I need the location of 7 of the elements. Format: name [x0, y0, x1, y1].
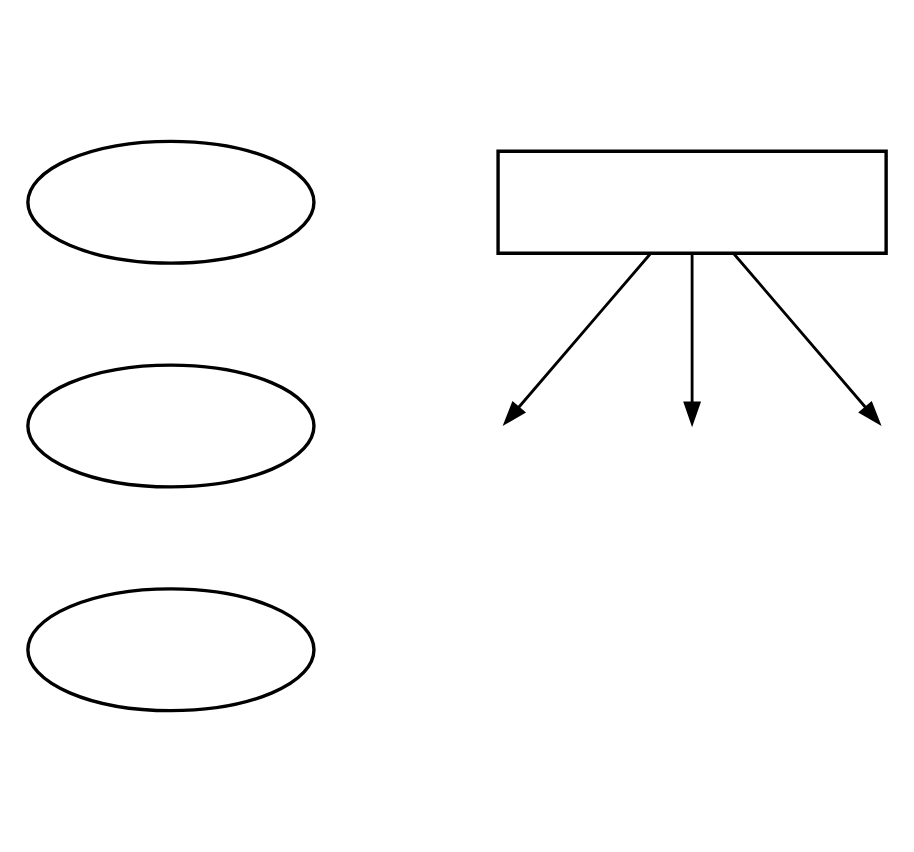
node-ellipse: [26, 587, 316, 713]
node-ellipse: [26, 363, 316, 489]
node-box: [496, 149, 888, 255]
arrow: [502, 252, 652, 427]
node-ellipse: [26, 139, 316, 265]
arrow: [683, 253, 702, 428]
arrow: [732, 252, 882, 427]
